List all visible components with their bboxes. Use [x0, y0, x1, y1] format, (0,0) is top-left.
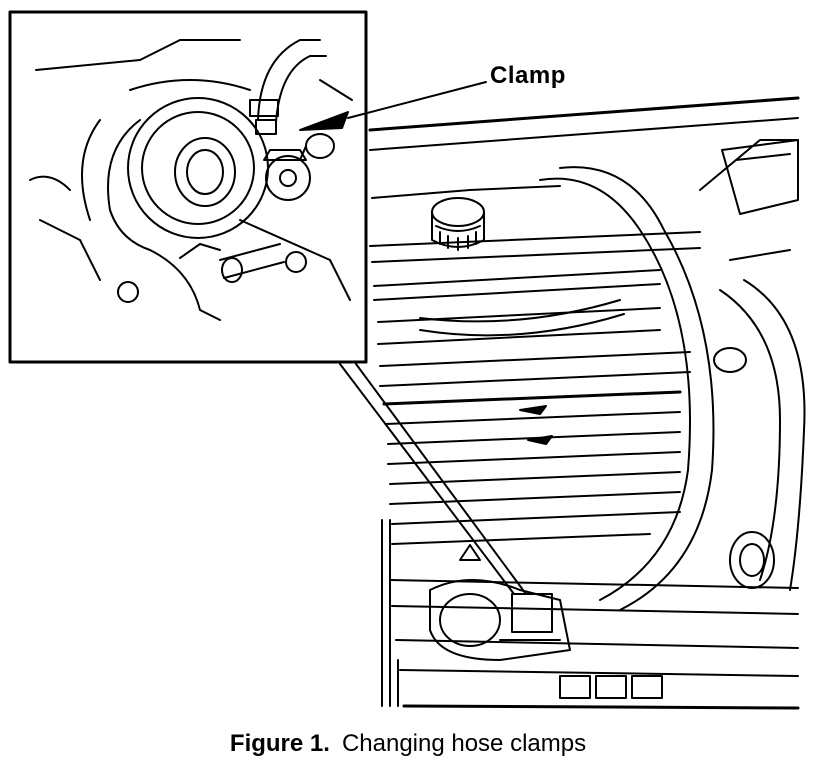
figure-number: Figure 1.: [229, 730, 330, 757]
leader-line: [339, 363, 527, 595]
engine-bay-drawing: [368, 96, 806, 710]
inset-detail: [8, 10, 368, 364]
figure-title: Changing hose clamps: [341, 730, 587, 757]
figure-caption: Figure 1. Changing hose clamps: [0, 730, 816, 758]
callout-arrow: [299, 81, 487, 131]
clamp-label: Clamp: [490, 62, 566, 89]
